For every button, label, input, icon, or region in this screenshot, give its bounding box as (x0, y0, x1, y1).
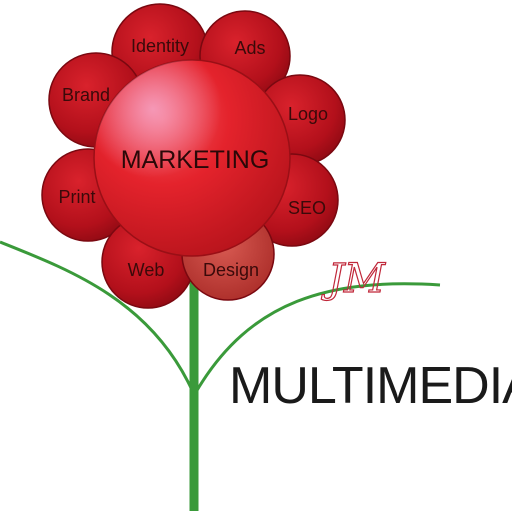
center-label: MARKETING (121, 146, 270, 174)
petal-identity-label: Identity (131, 36, 189, 56)
petal-brand-label: Brand (62, 85, 110, 105)
jm-monogram: JM (321, 256, 386, 302)
petal-design-label: Design (203, 260, 259, 280)
petal-web-label: Web (128, 260, 165, 280)
petal-seo-label: SEO (288, 198, 326, 218)
right-branch (194, 282, 441, 393)
petal-logo-label: Logo (288, 104, 328, 124)
petal-ads-label: Ads (234, 38, 265, 58)
center-disc[interactable]: MARKETING (93, 59, 291, 257)
multimedia-wordmark: MULTIMEDIA (229, 357, 512, 415)
left-branch (0, 240, 194, 391)
stem-group (0, 240, 441, 511)
petal-print-label: Print (58, 187, 95, 207)
